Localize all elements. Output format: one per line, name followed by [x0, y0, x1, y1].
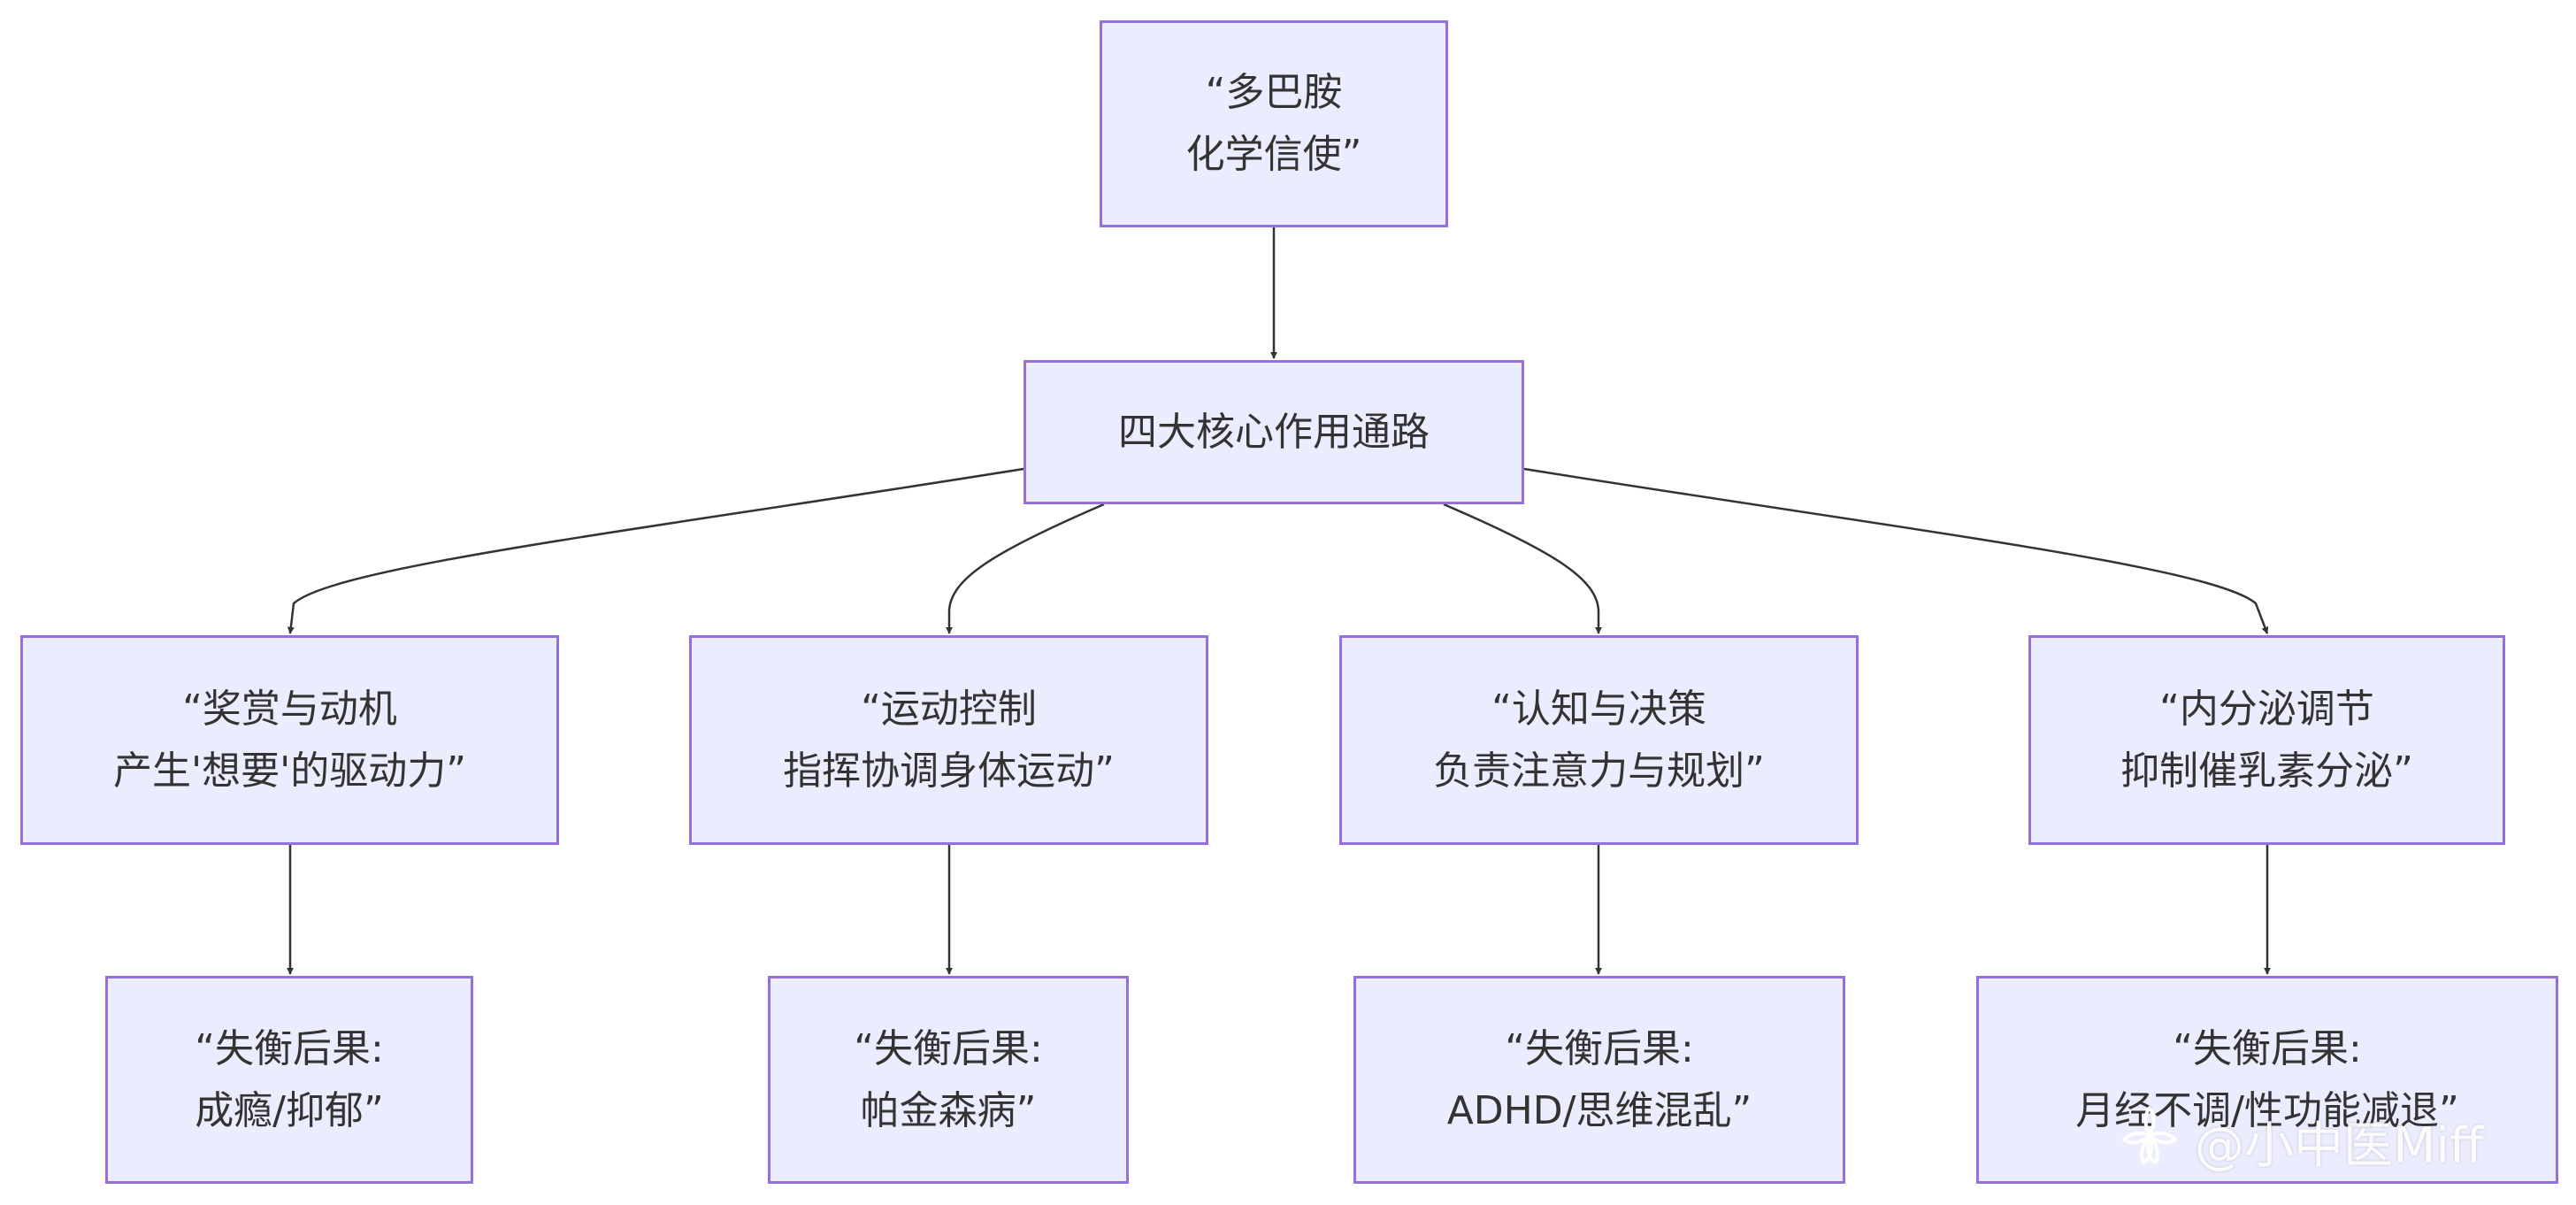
- cognition-result-node: “失衡后果: ADHD/思维混乱”: [1353, 976, 1845, 1184]
- cognition-result-line-1: “失衡后果:: [1505, 1025, 1694, 1071]
- cognition-result-line-2: ADHD/思维混乱”: [1446, 1087, 1752, 1133]
- endocrine-node: “内分泌调节 抑制催乳素分泌”: [2028, 635, 2505, 845]
- endocrine-result-line-2: 月经不调/性功能减退”: [2075, 1087, 2459, 1133]
- reward-result-line-1: “失衡后果:: [195, 1025, 384, 1071]
- cognition-node: “认知与决策 负责注意力与规划”: [1339, 635, 1859, 845]
- flower-logo-icon: [2119, 1104, 2181, 1178]
- edge-pathways-to-reward: [287, 467, 1024, 634]
- endocrine-line-1: “内分泌调节: [2159, 686, 2374, 732]
- endocrine-result-line-1: “失衡后果:: [2173, 1025, 2362, 1071]
- dopamine-line-2: 化学信使”: [1185, 132, 1362, 177]
- cognition-line-1: “认知与决策: [1491, 686, 1706, 732]
- edge-pathways-to-endocrine: [1523, 467, 2269, 634]
- reward-line-1: “奖赏与动机: [182, 686, 397, 732]
- edge-pathways-to-cognition: [1443, 503, 1602, 634]
- motor-line-1: “运动控制: [861, 686, 1037, 732]
- watermark-text: @小中医Miff: [2195, 1117, 2484, 1175]
- edge-pathways-to-motor: [946, 503, 1105, 634]
- watermark: @小中医Miff: [2119, 1104, 2483, 1178]
- cognition-line-2: 负责注意力与规划”: [1433, 748, 1765, 794]
- reward-line-2: 产生'想要'的驱动力”: [113, 748, 466, 794]
- dopamine-line-1: “多巴胺: [1205, 70, 1343, 115]
- motor-line-2: 指挥协调身体运动”: [783, 748, 1115, 794]
- dopamine-node: “多巴胺 化学信使”: [1100, 20, 1448, 227]
- reward-result-node: “失衡后果: 成瘾/抑郁”: [105, 976, 473, 1184]
- motor-result-line-2: 帕金森病”: [860, 1087, 1037, 1133]
- endocrine-result-node: “失衡后果: 月经不调/性功能减退”: [1976, 976, 2558, 1184]
- motor-node: “运动控制 指挥协调身体运动”: [689, 635, 1208, 845]
- endocrine-line-2: 抑制催乳素分泌”: [2120, 748, 2413, 794]
- pathways-label: 四大核心作用通路: [1118, 409, 1430, 455]
- motor-result-node: “失衡后果: 帕金森病”: [768, 976, 1129, 1184]
- reward-result-line-2: 成瘾/抑郁”: [195, 1087, 384, 1133]
- motor-result-line-1: “失衡后果:: [854, 1025, 1043, 1071]
- reward-node: “奖赏与动机 产生'想要'的驱动力”: [20, 635, 559, 845]
- pathways-node: 四大核心作用通路: [1024, 360, 1524, 504]
